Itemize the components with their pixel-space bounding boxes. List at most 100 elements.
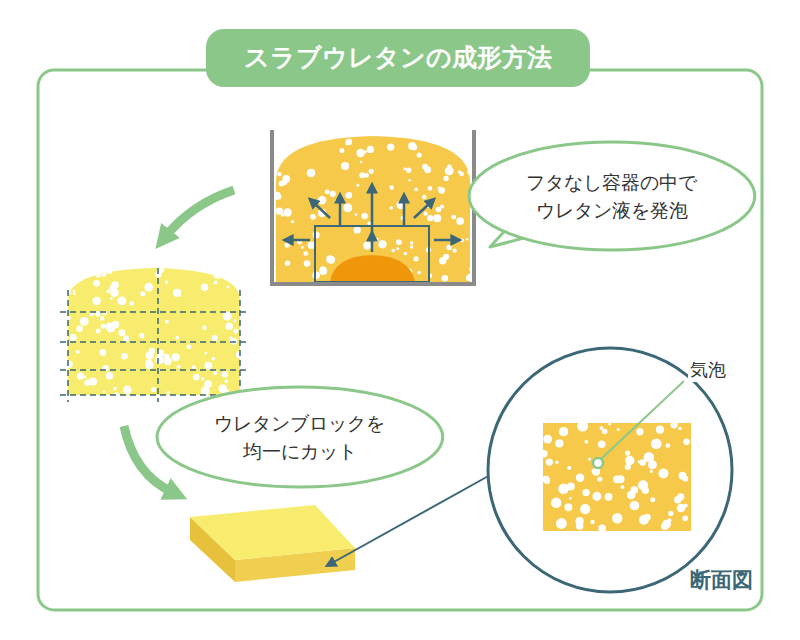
foam-bubble [212, 335, 218, 341]
foam-bubble [582, 489, 589, 496]
foam-bubble [452, 249, 456, 253]
foam-bubble [326, 255, 334, 263]
foam-bubble [462, 153, 469, 160]
foam-bubble [212, 357, 216, 361]
foam-bubble [234, 266, 239, 271]
foam-bubble [121, 353, 128, 360]
foam-bubble [636, 428, 643, 435]
foam-bubble [617, 428, 620, 431]
bubble-text: ウレタンブロックを 均一にカット [200, 409, 400, 466]
foam-bubble [417, 271, 421, 275]
foam-bubble [403, 168, 406, 171]
foam-bubble [598, 440, 606, 448]
foam-bubble [80, 317, 89, 326]
foam-bubble [410, 241, 413, 244]
foam-bubble [205, 352, 208, 355]
foam-bubble [144, 283, 153, 292]
foam-bubble [149, 348, 155, 354]
foam-bubble [584, 440, 588, 444]
cut-lines [60, 268, 248, 402]
foam-bubble [73, 290, 76, 293]
foam-bubble [454, 139, 462, 147]
foam-bubble [424, 166, 431, 173]
foam-bubble [438, 187, 445, 194]
foam-bubble [105, 267, 112, 274]
foam-bubble [427, 215, 433, 221]
foam-bubble [428, 186, 433, 191]
foam-bubble [592, 492, 601, 501]
foam-bubble [440, 204, 444, 208]
foam-bubble [205, 265, 213, 273]
foam-bubble [227, 286, 230, 289]
foam-bubble [569, 497, 571, 499]
foam-bubble [172, 353, 180, 361]
foam-bubble [175, 336, 179, 340]
foam-bubble [378, 240, 386, 248]
foam-bubble [361, 213, 367, 219]
foam-bubble [410, 245, 413, 248]
foam-bubble [110, 288, 119, 297]
foam-bubble [639, 515, 649, 525]
foam-bubble [102, 272, 107, 277]
foam-bubble [123, 385, 132, 394]
foam-bubble [367, 146, 374, 153]
foam-bubble [543, 476, 550, 483]
foam-bubble [173, 289, 181, 297]
foam-bubble [76, 325, 83, 332]
line-shape [339, 200, 342, 226]
foam-bubble [463, 132, 472, 141]
foam-bubble [77, 373, 84, 380]
leader-line [332, 474, 492, 563]
foam-bubble [391, 249, 395, 253]
urethane-liquid [330, 255, 415, 282]
foam-bubble [411, 144, 417, 150]
foam-bubble [356, 184, 359, 187]
g-shape [65, 265, 243, 397]
foam-bubble [110, 297, 113, 300]
foam-bubble [439, 257, 446, 264]
foam-bubble [576, 522, 584, 530]
foam-bubble [145, 361, 153, 369]
foam-bubble [355, 213, 358, 216]
foam-bubble [76, 350, 80, 354]
speech-bubble: フタなし容器の中で ウレタン液を発泡 [467, 140, 757, 252]
foam-bubble [650, 497, 655, 502]
foam-bubble [656, 426, 664, 434]
foam-bubble [682, 516, 688, 522]
foam-bubble [406, 168, 411, 173]
foam-bubble [187, 344, 192, 349]
foam-bubble [233, 319, 236, 322]
foam-bubble [451, 215, 456, 220]
foam-bubble [390, 185, 394, 189]
foam-bubble [106, 289, 110, 293]
foam-bubble [630, 501, 639, 510]
foam-bubble [276, 207, 283, 214]
foam-bubble [224, 379, 228, 383]
foam-bubble [70, 334, 77, 341]
line-shape [371, 190, 374, 236]
foam-bubble [617, 475, 625, 483]
line-shape [60, 369, 248, 371]
foam-bubble [213, 270, 222, 279]
foam-bubble [466, 151, 471, 156]
foam-bubble [204, 380, 212, 388]
foam-bubble [567, 483, 575, 491]
foam-bubble [612, 513, 622, 523]
line-shape [434, 239, 454, 242]
speech-bubble: ウレタンブロックを 均一にカット [155, 385, 445, 489]
foam-bubble [662, 520, 671, 529]
foam-bubble [551, 498, 561, 508]
foam-bubble [468, 274, 471, 277]
foam-bubble [225, 322, 232, 329]
slab-top [190, 505, 355, 560]
foam-bubble [443, 176, 448, 181]
foam-bubble [303, 251, 308, 256]
leader-line [601, 381, 684, 459]
foam-bubble [445, 166, 454, 175]
bubble-outline [155, 385, 445, 489]
foam-bubble [193, 374, 200, 381]
process-arrow [166, 190, 234, 236]
line-shape [314, 203, 330, 218]
foam-bubble [467, 169, 472, 174]
